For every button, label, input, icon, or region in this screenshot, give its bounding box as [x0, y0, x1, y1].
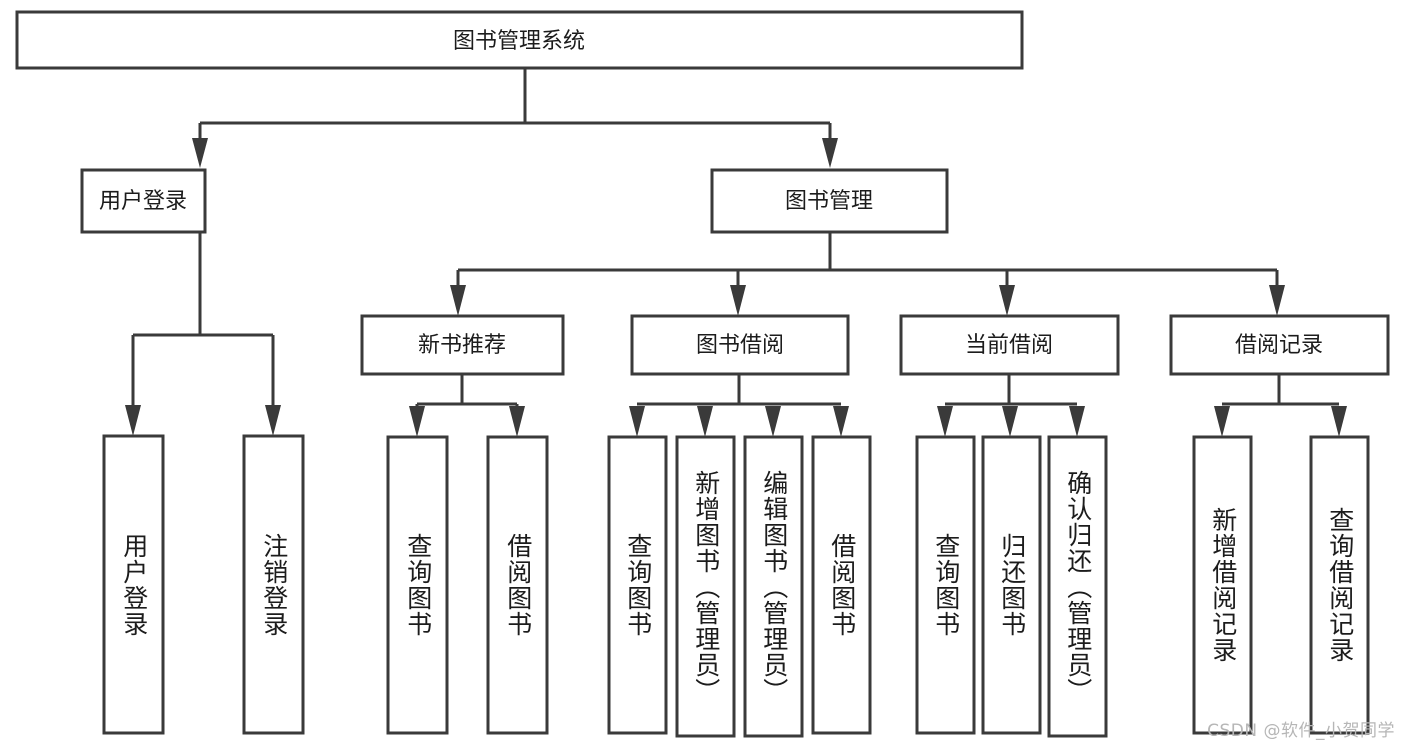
- leaf-new-book-2[interactable]: 借阅图书: [486, 435, 549, 735]
- node-new-book-recommend-box[interactable]: [360, 314, 565, 376]
- arrow-new-book-leaf-1: [409, 406, 425, 437]
- leaf-current-borrow-3-box[interactable]: [1047, 435, 1108, 738]
- leaf-current-borrow-1-box[interactable]: [915, 435, 976, 735]
- node-root-box[interactable]: [15, 10, 1024, 70]
- arrow-new-book-leaf-2: [509, 406, 525, 437]
- leaf-borrow-record-1-text-area: 新增借阅记录: [1208, 507, 1238, 663]
- leaf-book-borrow-3-label: 编辑图书（管理员）: [759, 469, 789, 704]
- arrow-root-to-book-manage: [822, 138, 838, 168]
- node-user-login[interactable]: 用户登录: [80, 168, 207, 234]
- leaf-book-borrow-2-box[interactable]: [675, 435, 736, 738]
- leaf-current-borrow-1-text-area: 查询图书: [931, 533, 961, 637]
- leaf-book-borrow-3-text-area: 编辑图书（管理员）: [759, 469, 789, 704]
- arrow-borrow-record-leaf-1: [1214, 406, 1230, 437]
- leaf-book-borrow-1-label: 查询图书: [623, 533, 653, 637]
- leaf-new-book-1-box[interactable]: [386, 435, 449, 735]
- node-new-book-recommend[interactable]: 新书推荐: [360, 314, 565, 376]
- node-borrow-record-box[interactable]: [1169, 314, 1390, 376]
- leaf-user-login-2-label: 注销登录: [259, 532, 289, 637]
- leaf-book-borrow-4-text-area: 借阅图书: [827, 533, 857, 637]
- leaf-current-borrow-2-box[interactable]: [981, 435, 1042, 735]
- arrow-user-login-leaf-2: [265, 405, 281, 436]
- leaf-new-book-2-text-area: 借阅图书: [503, 533, 533, 637]
- node-user-login-box[interactable]: [80, 168, 207, 234]
- node-book-manage-box[interactable]: [710, 168, 949, 234]
- leaf-user-login-2[interactable]: 注销登录: [242, 434, 305, 735]
- leaf-user-login-2-box[interactable]: [242, 434, 305, 735]
- leaf-user-login-1-text-area: 用户登录: [119, 532, 149, 637]
- leaf-book-borrow-4-label: 借阅图书: [827, 533, 857, 637]
- leaf-borrow-record-2[interactable]: 查询借阅记录: [1309, 435, 1370, 735]
- node-book-manage-label: 图书管理: [785, 189, 873, 214]
- node-book-manage[interactable]: 图书管理: [710, 168, 949, 234]
- leaf-user-login-1-box[interactable]: [102, 434, 165, 735]
- leaf-current-borrow-2[interactable]: 归还图书: [981, 435, 1042, 735]
- leaf-user-login-1-label: 用户登录: [119, 532, 149, 637]
- leaf-book-borrow-2-label: 新增图书（管理员）: [691, 469, 721, 704]
- arrow-current-borrow-leaf-3: [1069, 406, 1085, 437]
- leaf-book-borrow-3-box[interactable]: [743, 435, 804, 738]
- node-current-borrow-label: 当前借阅: [965, 333, 1053, 358]
- arrow-to-new-book-recommend: [450, 285, 466, 316]
- leaf-book-borrow-4[interactable]: 借阅图书: [811, 435, 872, 735]
- leaf-book-borrow-4-box[interactable]: [811, 435, 872, 735]
- leaf-book-borrow-2[interactable]: 新增图书（管理员）: [675, 435, 736, 738]
- leaf-book-borrow-1-box[interactable]: [607, 435, 668, 735]
- arrow-to-current-borrow: [999, 285, 1015, 316]
- arrow-to-book-borrow: [730, 285, 746, 316]
- arrow-book-borrow-leaf-1: [629, 406, 645, 437]
- leaf-current-borrow-2-label: 归还图书: [997, 533, 1027, 637]
- leaf-book-borrow-2-text-area: 新增图书（管理员）: [691, 469, 721, 704]
- leaf-current-borrow-2-text-area: 归还图书: [997, 533, 1027, 637]
- leaf-current-borrow-1-label: 查询图书: [931, 533, 961, 637]
- node-user-login-label: 用户登录: [99, 189, 187, 214]
- arrow-book-borrow-leaf-4: [833, 406, 849, 437]
- leaf-new-book-1[interactable]: 查询图书: [386, 435, 449, 735]
- leaf-borrow-record-1[interactable]: 新增借阅记录: [1192, 435, 1253, 735]
- leaf-book-borrow-1-text-area: 查询图书: [623, 533, 653, 637]
- csdn-watermark: CSDN @软件_小贺同学: [1207, 721, 1395, 741]
- leaf-current-borrow-3-label: 确认归还（管理员）: [1063, 469, 1093, 704]
- leaf-borrow-record-1-label: 新增借阅记录: [1208, 507, 1238, 663]
- node-current-borrow[interactable]: 当前借阅: [899, 314, 1120, 376]
- leaf-book-borrow-3[interactable]: 编辑图书（管理员）: [743, 435, 804, 738]
- node-root-label: 图书管理系统: [453, 29, 585, 54]
- leaf-new-book-1-label: 查询图书: [403, 533, 433, 637]
- leaf-user-login-2-text-area: 注销登录: [259, 532, 289, 637]
- node-new-book-recommend-label: 新书推荐: [418, 333, 506, 358]
- node-book-borrow-label: 图书借阅: [696, 333, 784, 358]
- node-borrow-record[interactable]: 借阅记录: [1169, 314, 1390, 376]
- leaf-current-borrow-3-text-area: 确认归还（管理员）: [1063, 469, 1093, 704]
- arrow-user-login-leaf-1: [125, 405, 141, 436]
- leaf-book-borrow-1[interactable]: 查询图书: [607, 435, 668, 735]
- node-borrow-record-label: 借阅记录: [1235, 333, 1323, 358]
- arrow-current-borrow-leaf-1: [937, 406, 953, 437]
- leaf-new-book-2-box[interactable]: [486, 435, 549, 735]
- leaf-borrow-record-2-text-area: 查询借阅记录: [1325, 507, 1355, 663]
- leaf-user-login-1[interactable]: 用户登录: [102, 434, 165, 735]
- leaf-borrow-record-1-box[interactable]: [1192, 435, 1253, 735]
- arrow-current-borrow-leaf-2: [1002, 406, 1018, 437]
- arrow-book-borrow-leaf-3: [765, 406, 781, 437]
- leaf-current-borrow-1[interactable]: 查询图书: [915, 435, 976, 735]
- leaf-current-borrow-3[interactable]: 确认归还（管理员）: [1047, 435, 1108, 738]
- arrow-borrow-record-leaf-2: [1331, 406, 1347, 437]
- leaf-borrow-record-2-label: 查询借阅记录: [1325, 507, 1355, 663]
- node-current-borrow-box[interactable]: [899, 314, 1120, 376]
- node-book-borrow[interactable]: 图书借阅: [630, 314, 850, 376]
- node-book-borrow-box[interactable]: [630, 314, 850, 376]
- node-root[interactable]: 图书管理系统: [15, 10, 1024, 70]
- leaf-new-book-1-text-area: 查询图书: [403, 533, 433, 637]
- arrow-book-borrow-leaf-2: [697, 406, 713, 437]
- leaf-new-book-2-label: 借阅图书: [503, 533, 533, 637]
- arrow-root-to-user-login: [192, 138, 208, 168]
- connector-group: [125, 68, 1347, 437]
- arrow-to-borrow-record: [1269, 285, 1285, 316]
- leaf-borrow-record-2-box[interactable]: [1309, 435, 1370, 735]
